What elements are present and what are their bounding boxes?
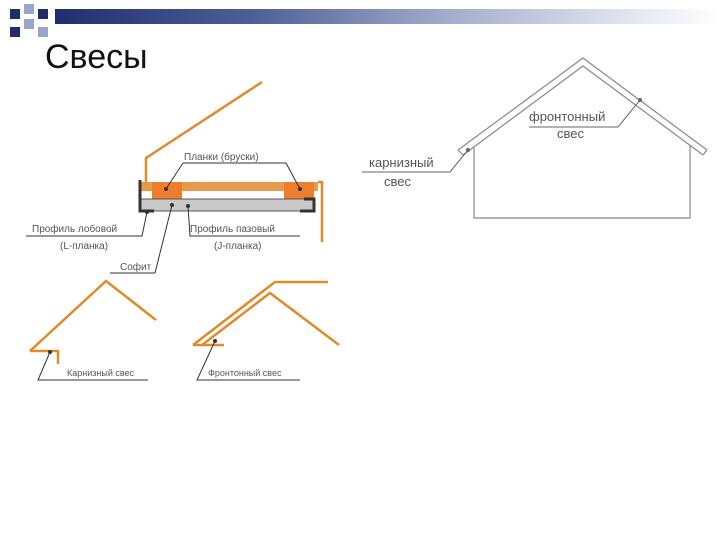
rafter-board [140, 182, 318, 191]
wall-line [318, 180, 324, 242]
roof-inner-line [462, 65, 704, 156]
leader-dot [170, 203, 174, 207]
label-karniznyi-line1: карнизный [369, 155, 434, 170]
house-outline: фронтонный свес карнизный свес [362, 57, 708, 219]
leader-line [26, 211, 148, 237]
leader-line [165, 162, 184, 190]
label-karniznyi-small: Карнизный свес [67, 368, 135, 378]
label-frontonnyi-small: Фронтонный свес [208, 368, 282, 378]
slide-header-decoration [0, 0, 720, 40]
label-planki: Планки (бруски) [184, 151, 259, 163]
decor-square [38, 27, 48, 37]
eaves-edge [457, 149, 464, 156]
leader-line [110, 204, 173, 274]
roof-line-outer [192, 280, 328, 346]
roof-line-inner [201, 291, 340, 346]
decor-square [10, 27, 20, 37]
gable-overhang-sketch: Фронтонный свес [192, 280, 340, 381]
leader-dot [164, 187, 168, 191]
eaves-overhang-sketch: Карнизный свес [29, 279, 157, 381]
leader-dot [186, 204, 190, 208]
roof-slope-line [144, 80, 263, 183]
decor-square [24, 4, 34, 14]
j-profile [300, 197, 316, 213]
leader-line [285, 162, 301, 190]
decor-square [24, 19, 34, 29]
leader-line [37, 351, 148, 381]
label-j-planka: (J-планка) [214, 241, 261, 252]
leader-dot [638, 98, 642, 102]
soffit-panel [139, 198, 315, 212]
eaves-line [30, 349, 60, 364]
leader-dot [466, 148, 470, 152]
label-profil-lobovoy: Профиль лобовой [32, 223, 117, 235]
label-karniznyi-line2: свес [384, 174, 411, 189]
house-wall [473, 146, 691, 219]
l-profile [138, 180, 154, 213]
header-gradient-bar [55, 9, 720, 24]
overhang-section-detail: Планки (бруски) Профиль лобовой (L-планк… [26, 80, 324, 274]
leader-dot [48, 350, 52, 354]
leader-line [529, 99, 641, 128]
label-frontonnyi-line2: свес [557, 126, 584, 141]
leader-dot [213, 339, 217, 343]
leader-dot [145, 210, 149, 214]
label-l-planka: (L-планка) [60, 241, 108, 252]
label-sofit: Софит [120, 261, 152, 273]
leader-dot [298, 187, 302, 191]
slide-title: Свесы [45, 38, 148, 76]
leader-line [187, 205, 300, 237]
leader-line [196, 340, 300, 381]
decor-square [10, 9, 20, 19]
leader-line [362, 149, 469, 173]
label-profil-pazovy: Профиль пазовый [190, 223, 275, 235]
roof-outer-line [457, 57, 708, 151]
decor-square [38, 9, 48, 19]
roof-line [29, 279, 157, 352]
label-frontonnyi-line1: фронтонный [529, 109, 605, 124]
eaves-edge [702, 149, 708, 156]
